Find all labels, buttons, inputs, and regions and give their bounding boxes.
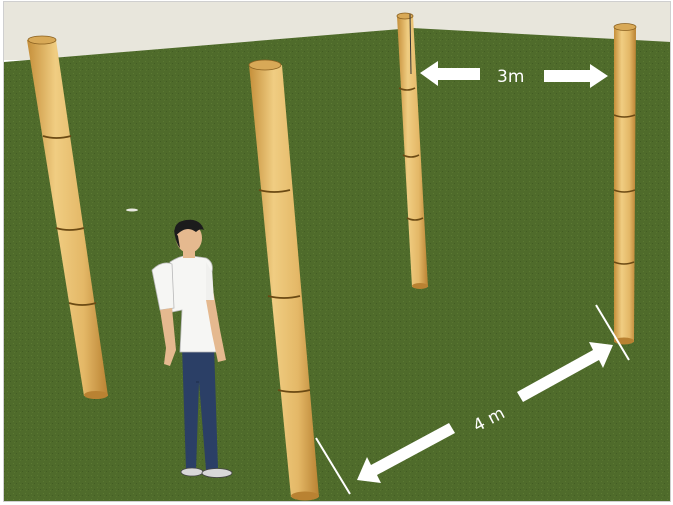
bamboo-pole-right — [614, 24, 636, 345]
grass-ground — [4, 28, 671, 501]
ground-marker — [126, 209, 138, 212]
dimension-label-3m: 3m — [497, 67, 524, 87]
